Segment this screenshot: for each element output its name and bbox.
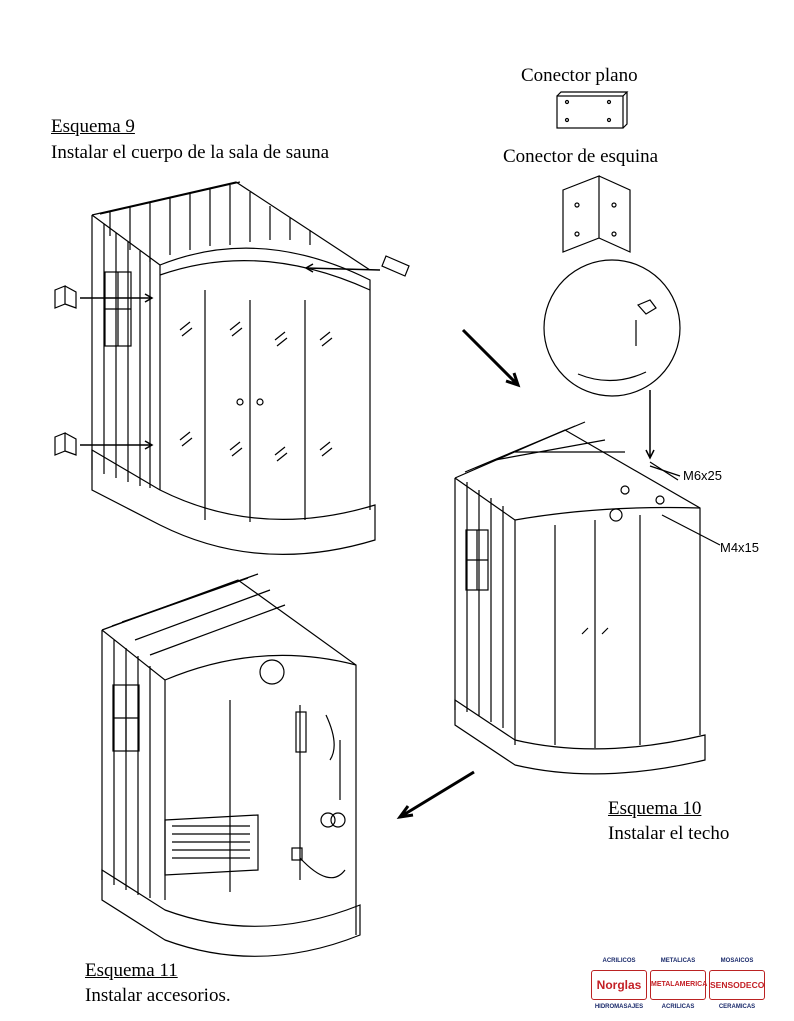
norglas-top-label: ACRILICOS bbox=[602, 958, 636, 964]
scheme11-title: Esquema 11 bbox=[85, 960, 178, 981]
corner-connector-label: Conector de esquina bbox=[503, 146, 659, 167]
sensodeco-wordmark: SENSODECO bbox=[709, 970, 765, 1000]
norglas-wordmark: Norglas bbox=[591, 970, 647, 1000]
scheme9-caption: Instalar el cuerpo de la sala de sauna bbox=[51, 142, 330, 163]
norglas-logo: ACRILICOS Norglas HIDROMASAJES bbox=[590, 958, 648, 1014]
bolt-m4-label: M4x15 bbox=[720, 540, 760, 555]
scheme11-cabin-drawing bbox=[101, 573, 361, 957]
norglas-bottom-label: HIDROMASAJES bbox=[594, 1004, 644, 1010]
metalamerica-wordmark: METALAMERICA bbox=[650, 970, 707, 1000]
metalamerica-logo: METALICAS METALAMERICA ACRILICAS bbox=[649, 958, 707, 1014]
metalamerica-top-label: METALICAS bbox=[660, 958, 696, 964]
corner-connector-illustration bbox=[562, 175, 631, 253]
sensodeco-top-label: MOSAICOS bbox=[720, 958, 754, 964]
bolt-callout-line bbox=[649, 461, 679, 481]
sensodeco-logo: MOSAICOS SENSODECO CERAMICAS bbox=[708, 958, 766, 1014]
scheme9-title: Esquema 9 bbox=[51, 116, 135, 137]
brand-logos: ACRILICOS Norglas HIDROMASAJES METALICAS… bbox=[590, 958, 766, 1014]
sensodeco-bottom-label: CERAMICAS bbox=[718, 1004, 756, 1010]
flat-connector-label: Conector plano bbox=[521, 65, 638, 86]
flat-connector-illustration bbox=[556, 91, 629, 129]
scheme10-caption: Instalar el techo bbox=[608, 823, 730, 844]
bolt-m6-label: M6x25 bbox=[683, 468, 723, 483]
metalamerica-bottom-label: ACRILICAS bbox=[661, 1004, 695, 1010]
scheme10-title: Esquema 10 bbox=[608, 798, 702, 819]
bolt-detail-circle bbox=[543, 259, 681, 460]
arrow-to-scheme11 bbox=[396, 770, 475, 820]
scheme9-cabin-drawing bbox=[54, 181, 410, 555]
arrow-to-scheme10 bbox=[461, 328, 521, 388]
scheme11-caption: Instalar accesorios. bbox=[85, 985, 231, 1006]
scheme10-cabin-drawing bbox=[454, 421, 721, 775]
